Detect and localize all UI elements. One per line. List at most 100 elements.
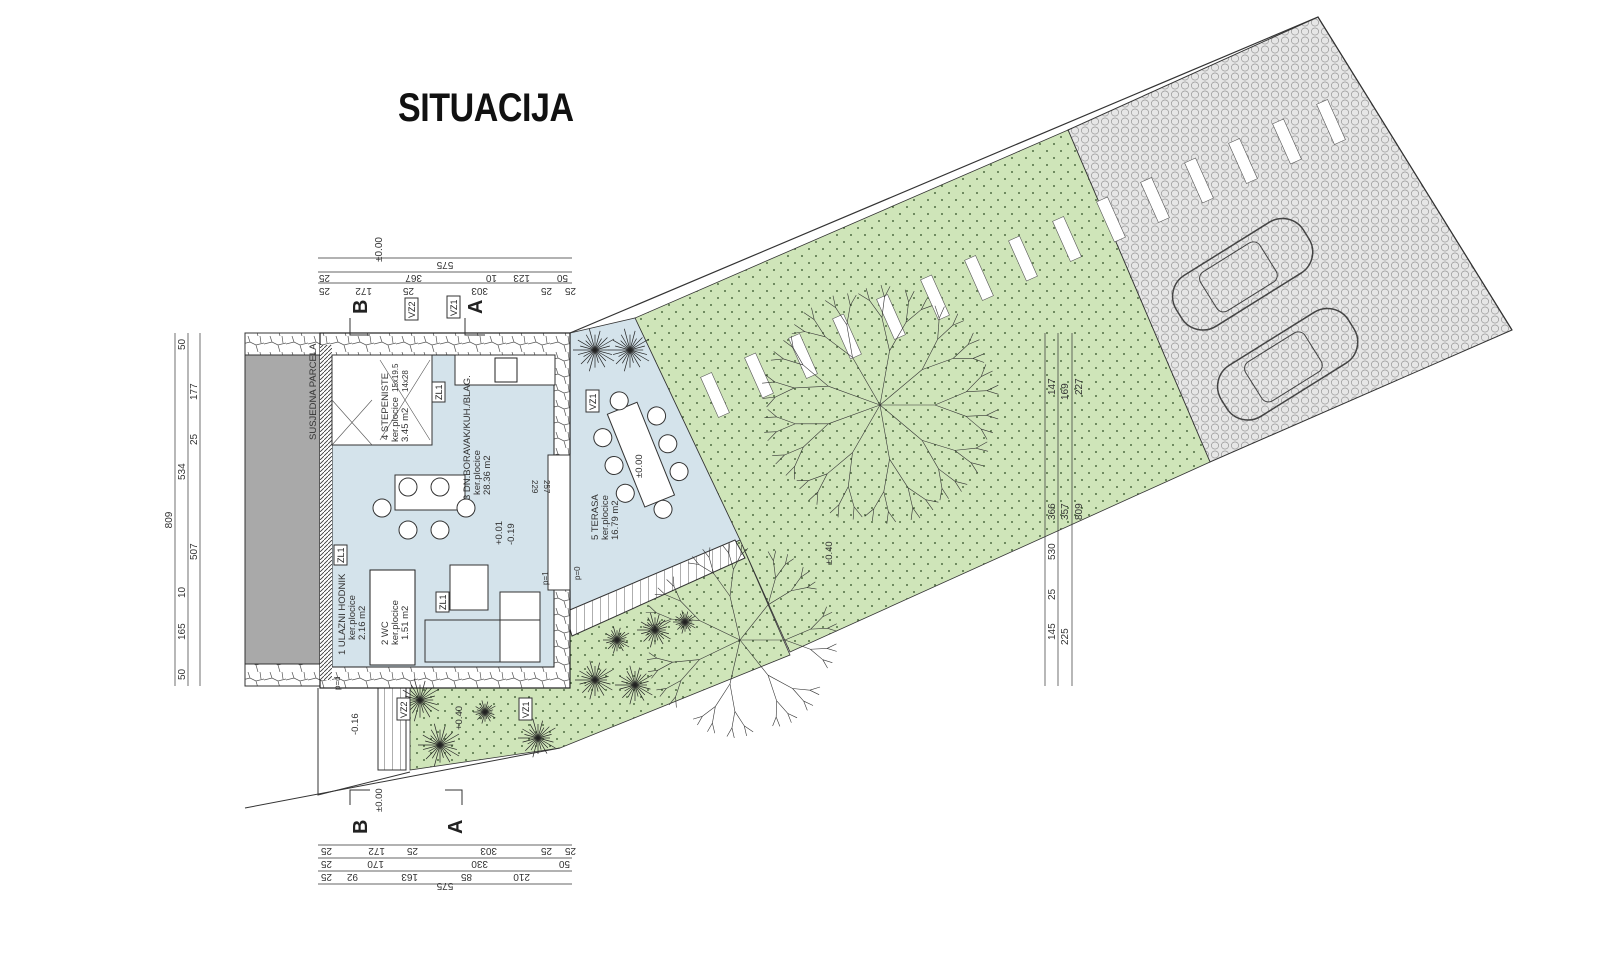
dim-label: 85	[460, 871, 472, 882]
door-width: p=0	[573, 566, 582, 580]
car-icon	[1216, 307, 1359, 421]
shrub-icon	[608, 328, 650, 372]
level-label: -0.19	[506, 523, 517, 545]
window-tag: VZ2	[407, 301, 417, 318]
dim-label: 25	[402, 285, 414, 296]
level-label: ±0.00	[634, 454, 645, 478]
dim-label: 147	[1047, 378, 1058, 395]
dim-label: 303	[471, 285, 488, 296]
dim-bottom-total: 575	[436, 880, 453, 891]
room-finish: ker.plocice	[390, 397, 401, 442]
plot-boundary	[569, 16, 1513, 334]
car-icon	[1171, 217, 1314, 331]
stepping-stone	[1272, 118, 1302, 165]
window-tag: ZL1	[336, 547, 346, 563]
door-width: 229	[530, 480, 539, 494]
dim-label: 50	[177, 668, 188, 680]
room-area: 3.45 m2	[400, 408, 411, 442]
dim-label: 50	[177, 338, 188, 350]
dim-label: 50	[558, 858, 570, 869]
level-label: +0.40	[454, 706, 465, 730]
dim-label: 10	[177, 586, 188, 598]
stepping-stone	[876, 294, 906, 340]
level-label: ±0.00	[374, 788, 385, 812]
boundary-line	[244, 747, 561, 809]
stepping-stone	[1096, 196, 1126, 243]
stepping-stone	[1228, 138, 1258, 184]
dim-label: 123	[513, 272, 530, 283]
level-label: ±0.40	[824, 541, 835, 565]
stepping-stones	[700, 99, 1346, 418]
room-name: 3 DN.BORAVAK/KUH./BLAG.	[462, 375, 473, 500]
room-area: 28.36 m2	[482, 455, 493, 495]
dim-label: 165	[177, 623, 188, 640]
level-label: +0.01	[494, 521, 505, 545]
tree-icon	[762, 285, 999, 524]
dim-label: 172	[368, 845, 385, 856]
room-area: 16.79 m2	[610, 500, 621, 540]
terrace-doors[interactable]	[547, 454, 571, 591]
dim-label: 25	[564, 845, 576, 856]
room-name: 2 WC	[380, 621, 391, 645]
dim-label: 303	[480, 845, 497, 856]
door-width: p=d	[333, 676, 342, 690]
dim-label: 177	[189, 383, 200, 400]
door-width: 257	[542, 480, 551, 494]
stepping-stone	[1184, 157, 1214, 204]
room-finish: ker.plocice	[600, 495, 611, 540]
room-finish: ker.plocice	[347, 595, 358, 640]
dim-label: 530	[1047, 543, 1058, 560]
entry-path	[317, 688, 411, 796]
dim-left-total: 809	[164, 511, 175, 528]
window-tag: VZ1	[521, 701, 531, 718]
sofa	[499, 591, 541, 663]
dim-label: 10	[485, 272, 497, 283]
dim-label: 50	[556, 272, 568, 283]
dim-label: 25	[318, 285, 330, 296]
shrub-icon	[473, 700, 496, 724]
neighbor-parcel	[244, 332, 321, 687]
dim-label: 507	[189, 543, 200, 560]
room-finish: ker.plocice	[390, 600, 401, 645]
window-tag: ZL1	[438, 594, 448, 610]
dim-label: 25	[564, 285, 576, 296]
step-size: 15x19.5	[391, 363, 400, 392]
dim-label: 366	[1047, 503, 1058, 520]
stepping-stone	[788, 333, 818, 379]
dim-top-total: 575	[436, 259, 453, 270]
shrub-icon	[603, 626, 630, 654]
dim-label: 357	[1060, 503, 1071, 520]
dim-label: 210	[513, 871, 530, 882]
room-finish: ker.plocice	[472, 450, 483, 495]
dim-label: 809	[1074, 503, 1085, 520]
dim-label: 25	[320, 858, 332, 869]
dim-label: 25	[540, 285, 552, 296]
shrub-icon	[615, 665, 653, 705]
dim-label: 172	[355, 285, 372, 296]
level-label: -0.16	[350, 713, 361, 735]
stepping-stone	[964, 255, 994, 301]
shrub-icon	[573, 328, 615, 372]
room-name: 5 TERASA	[590, 494, 601, 540]
stepping-stone	[832, 313, 862, 360]
stepping-stone	[920, 274, 950, 321]
shrub-icon	[637, 612, 671, 648]
window-tag: VZ1	[588, 393, 598, 410]
section-marker-b: B	[350, 300, 372, 314]
dim-label: 25	[540, 845, 552, 856]
section-marker-a: A	[445, 820, 467, 834]
stepping-stone	[1316, 99, 1346, 145]
window-tag: ZL1	[434, 384, 444, 400]
door-width: p=1	[541, 571, 550, 585]
drawing-title: SITUACIJA	[398, 86, 574, 130]
dim-label: 330	[471, 858, 488, 869]
dining-table	[372, 474, 476, 540]
dim-label: 225	[1060, 628, 1071, 645]
shrub-icon	[418, 723, 460, 767]
stepping-stone	[700, 372, 730, 418]
dim-label: 25	[189, 433, 200, 445]
window-tag: VZ1	[449, 299, 459, 316]
room-name: 1 ULAZNI HODNIK	[337, 573, 348, 655]
dim-label: 227	[1074, 378, 1085, 395]
dim-label: 92	[346, 871, 358, 882]
